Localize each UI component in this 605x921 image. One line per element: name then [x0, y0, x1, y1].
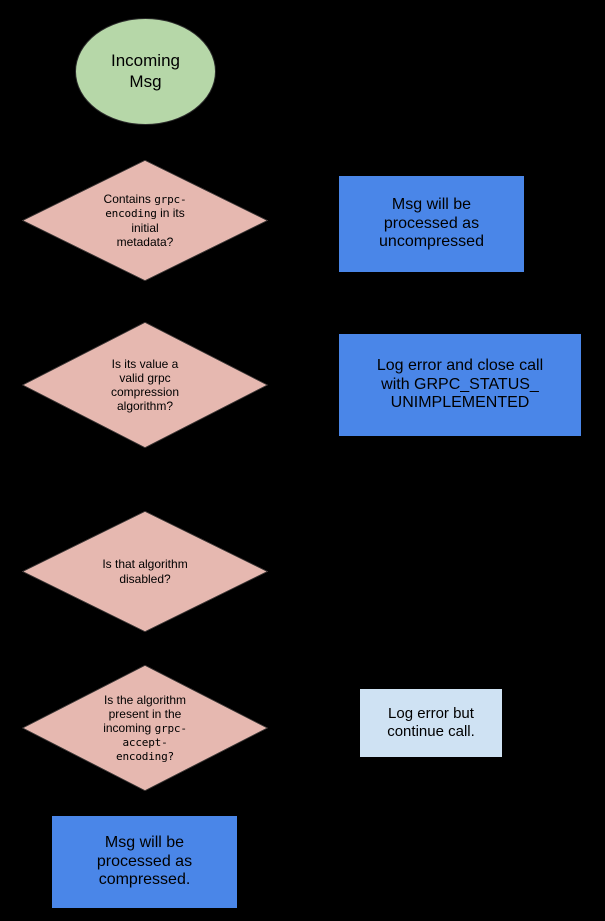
node-start-incoming-msg[interactable]: Incoming Msg	[75, 18, 216, 125]
d4-text-incoming: incoming	[103, 721, 155, 736]
d4-text-question: ?	[167, 749, 175, 763]
d1-text-in-its: in its	[156, 206, 185, 221]
node-decision-accept-encoding[interactable]: Is the algorithm present in the incoming…	[22, 665, 268, 791]
node-decision-contains-grpc-encoding[interactable]: Contains grpc- encoding in its initial m…	[22, 160, 268, 281]
unimplemented-line-2: with GRPC_STATUS_	[381, 375, 539, 393]
d1-token-encoding: encoding	[105, 207, 157, 221]
node-process-compressed[interactable]: Msg will be processed as compressed.	[52, 816, 237, 908]
d4-token-accept: accept-	[122, 735, 168, 749]
start-label-line-1: Incoming	[111, 51, 180, 71]
node-decision-algorithm-disabled[interactable]: Is that algorithm disabled?	[22, 511, 268, 632]
d4-token-grpc: grpc-	[154, 722, 187, 736]
unimplemented-line-1: Log error and close call	[376, 356, 544, 374]
uncompressed-line-3: uncompressed	[379, 233, 484, 251]
d3-line-1: Is that algorithm	[102, 557, 188, 572]
d2-line-2: valid grpc	[119, 370, 171, 385]
uncompressed-line-1: Msg will be	[391, 195, 472, 213]
d1-text-prefix: Contains	[103, 192, 155, 207]
unimplemented-line-3: UNIMPLEMENTED	[390, 394, 530, 412]
d4-line-2: present in the	[108, 707, 182, 722]
start-label-line-2: Msg	[129, 71, 162, 91]
compressed-line-2: processed as	[96, 852, 193, 870]
d4-line-1: Is the algorithm	[103, 693, 187, 708]
uncompressed-line-2: processed as	[383, 214, 480, 232]
d3-line-2: disabled?	[119, 571, 171, 586]
node-process-log-continue[interactable]: Log error but continue call.	[360, 689, 502, 757]
compressed-line-3: compressed.	[98, 871, 191, 889]
d2-line-4: algorithm?	[116, 399, 174, 414]
d2-line-1: Is its value a	[111, 356, 179, 371]
log-continue-line-2: continue call.	[387, 723, 475, 740]
node-decision-valid-algorithm[interactable]: Is its value a valid grpc compression al…	[22, 322, 268, 448]
log-continue-line-1: Log error but	[388, 705, 474, 723]
d2-line-3: compression	[110, 385, 180, 399]
d1-token-grpc: grpc-	[154, 193, 187, 207]
d4-token-encoding: encoding	[116, 749, 168, 763]
node-process-uncompressed[interactable]: Msg will be processed as uncompressed	[339, 176, 524, 272]
node-process-unimplemented[interactable]: Log error and close call with GRPC_STATU…	[339, 334, 581, 436]
d1-text-initial: initial	[131, 220, 159, 235]
compressed-line-1: Msg will be	[104, 833, 185, 851]
d1-text-metadata: metadata?	[116, 234, 174, 249]
diagram-title: gRPC incoming message compression handli…	[0, 21, 1, 22]
